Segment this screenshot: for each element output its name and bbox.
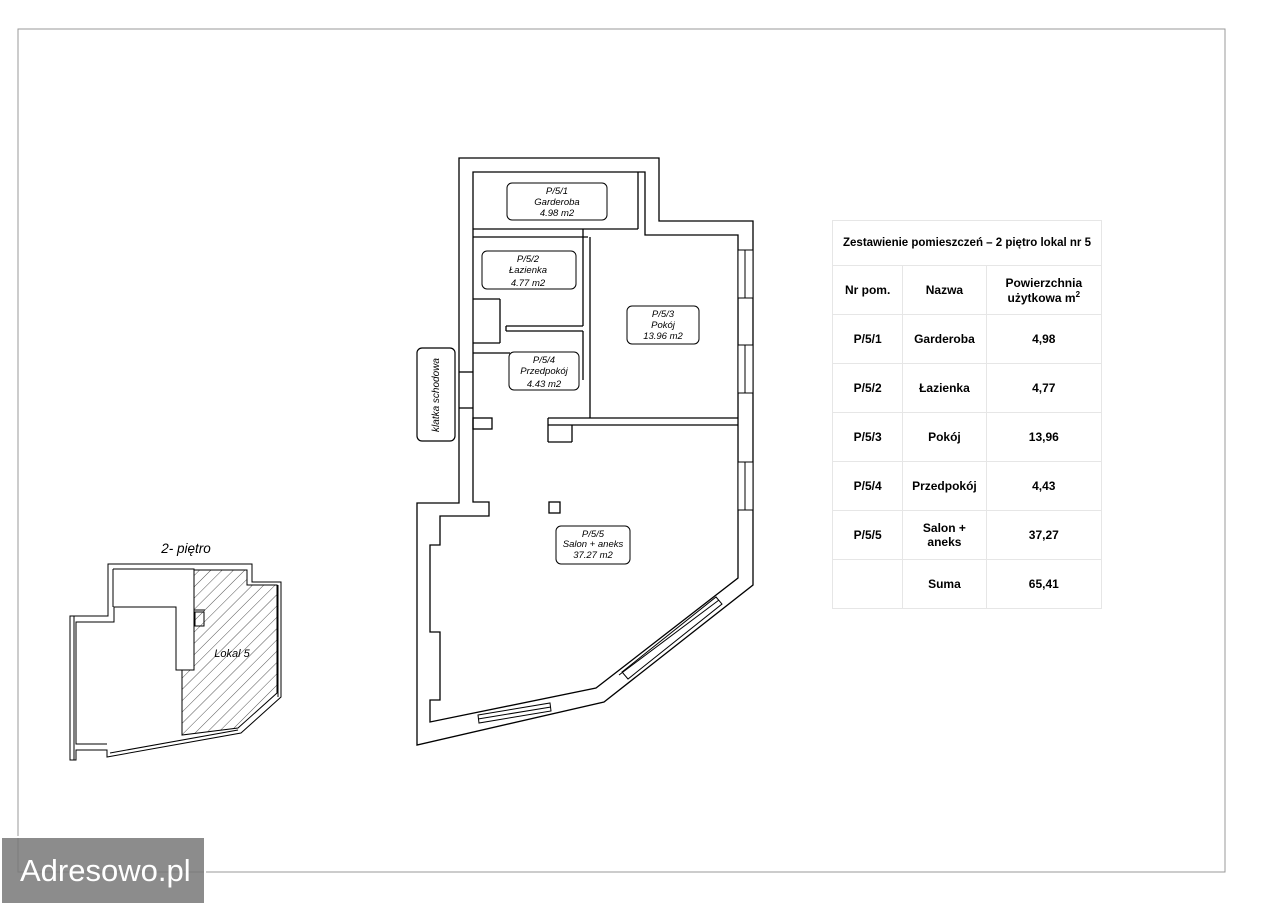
room-area: 4.43 m2 — [527, 379, 562, 390]
header-area-sup: 2 — [1075, 289, 1081, 299]
room-name: Garderoba — [534, 197, 579, 208]
cell-area: 4,77 — [985, 363, 1103, 413]
room-label-p54: P/5/4 Przedpokój 4.43 m2 — [508, 351, 580, 391]
cell-area: 4,43 — [985, 461, 1103, 511]
cell-area: 4,98 — [985, 314, 1103, 364]
room-name: Łazienka — [509, 265, 547, 276]
room-name: Pokój — [651, 320, 676, 331]
room-label-p51: P/5/1 Garderoba 4.98 m2 — [506, 182, 608, 221]
cell-name: Przedpokój — [902, 461, 987, 511]
cell-area: 13,96 — [985, 412, 1103, 462]
room-code: P/5/5 — [582, 529, 605, 540]
sheet-frame — [17, 28, 1226, 873]
cell-name: Salon + aneks — [902, 510, 987, 560]
key-plan-title: 2- piętro — [160, 541, 211, 556]
room-schedule-table: Zestawienie pomieszczeń – 2 piętro lokal… — [831, 220, 1103, 609]
unit-label: Lokal 5 — [214, 648, 250, 660]
sum-row: Suma 65,41 — [831, 559, 1103, 609]
stair-label: klatka schodowa — [416, 347, 456, 442]
room-name: Salon + aneks — [563, 539, 624, 550]
room-code: P/5/3 — [652, 309, 675, 320]
header-name: Nazwa — [902, 265, 987, 315]
schedule-title: Zestawienie pomieszczeń – 2 piętro lokal… — [832, 220, 1102, 265]
windows — [477, 249, 754, 724]
cell-nr: P/5/3 — [831, 412, 904, 462]
cell-name: Pokój — [902, 412, 987, 462]
key-plan: 2- piętro Lokal 5 — [69, 541, 282, 761]
table-row: P/5/4 Przedpokój 4,43 — [831, 461, 1103, 511]
stair-label-text: klatka schodowa — [431, 358, 442, 432]
room-area: 13.96 m2 — [643, 331, 683, 342]
room-label-p52: P/5/2 Łazienka 4.77 m2 — [481, 250, 577, 290]
room-name: Przedpokój — [520, 366, 568, 377]
room-area: 37.27 m2 — [573, 550, 613, 561]
room-label-p53: P/5/3 Pokój 13.96 m2 — [626, 305, 700, 345]
cell-nr: P/5/5 — [831, 510, 904, 560]
room-label-p55: P/5/5 Salon + aneks 37.27 m2 — [555, 525, 631, 565]
room-code: P/5/1 — [546, 186, 568, 197]
cell-nr: P/5/2 — [831, 363, 904, 413]
room-code: P/5/4 — [533, 355, 555, 366]
header-nr: Nr pom. — [831, 265, 904, 315]
cell-nr: P/5/4 — [831, 461, 904, 511]
watermark-logo: Adresowo.pl — [0, 836, 206, 905]
table-row: P/5/5 Salon + aneks 37,27 — [831, 510, 1103, 560]
header-area-line1: Powierzchnia — [1005, 275, 1083, 290]
room-area: 4.98 m2 — [540, 208, 575, 219]
sum-label: Suma — [902, 559, 987, 609]
cell-name: Łazienka — [902, 363, 987, 413]
room-area: 4.77 m2 — [511, 278, 546, 289]
sum-value: 65,41 — [985, 559, 1103, 609]
apartment-walls — [416, 157, 754, 746]
cell-empty — [831, 559, 904, 609]
table-row: P/5/3 Pokój 13,96 — [831, 412, 1103, 462]
cell-area: 37,27 — [985, 510, 1103, 560]
cell-name: Garderoba — [902, 314, 987, 364]
header-area-line2: użytkowa m — [1007, 290, 1076, 305]
table-row: P/5/2 Łazienka 4,77 — [831, 363, 1103, 413]
table-row: P/5/1 Garderoba 4,98 — [831, 314, 1103, 364]
room-code: P/5/2 — [517, 254, 540, 265]
cell-nr: P/5/1 — [831, 314, 904, 364]
